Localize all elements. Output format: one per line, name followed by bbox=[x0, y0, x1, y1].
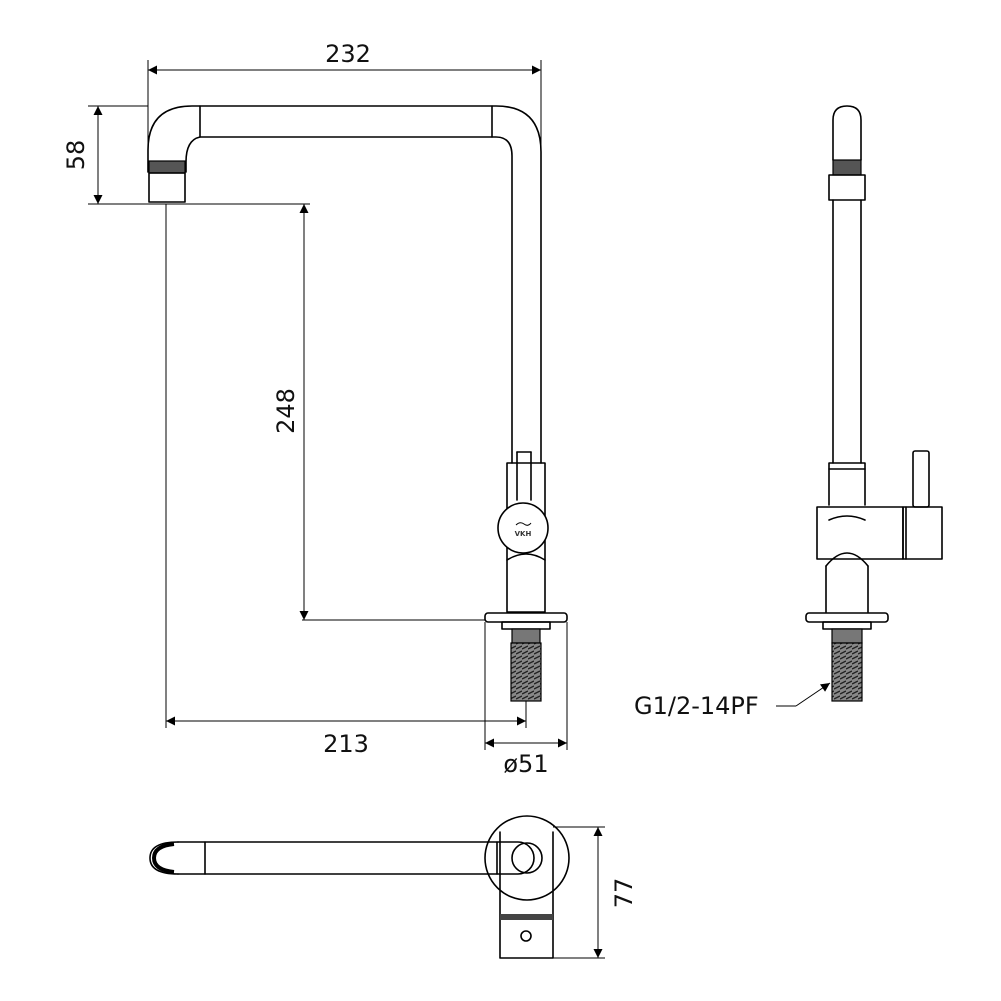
side-aerator-ring bbox=[832, 159, 862, 176]
side-base-plate bbox=[805, 612, 889, 623]
dim-spout-drop-label: 58 bbox=[62, 140, 90, 171]
side-valve-upper bbox=[828, 468, 866, 506]
top-spout-arm bbox=[177, 841, 535, 875]
front-view: VKH bbox=[147, 105, 568, 702]
dimension-overall-width: 232 bbox=[147, 40, 542, 172]
side-tube-ring bbox=[828, 462, 866, 470]
side-view bbox=[805, 105, 943, 702]
side-aerator bbox=[828, 174, 866, 201]
front-valve-body bbox=[506, 462, 546, 613]
dim-spout-height-label: 248 bbox=[272, 388, 300, 434]
handle-knob bbox=[497, 502, 549, 554]
front-spout-outer bbox=[147, 105, 542, 464]
top-handle-pin-icon bbox=[520, 930, 532, 942]
top-view bbox=[149, 815, 570, 959]
side-nut bbox=[831, 628, 863, 644]
top-spout-socket bbox=[511, 842, 543, 874]
top-spout-end bbox=[149, 841, 179, 875]
aerator-nozzle bbox=[148, 172, 186, 203]
dimension-base-diameter: ø51 bbox=[484, 622, 568, 778]
dim-depth-label: 77 bbox=[610, 878, 638, 909]
dimension-spout-drop: 58 bbox=[62, 105, 310, 205]
handle-logo-wave-icon bbox=[515, 522, 532, 526]
side-valve-body bbox=[816, 506, 904, 560]
top-handle-band bbox=[500, 914, 553, 920]
dimension-reach: 213 bbox=[165, 204, 527, 758]
thread-spec-label: G1/2-14PF bbox=[634, 692, 759, 720]
handle-logo-text: VKH bbox=[515, 530, 532, 538]
front-nut bbox=[511, 628, 541, 644]
top-base-circle bbox=[484, 815, 570, 901]
side-handle-cap bbox=[902, 506, 943, 560]
dim-base-diameter-label: ø51 bbox=[503, 750, 548, 778]
front-spout-inner bbox=[185, 136, 513, 464]
aerator-ring bbox=[148, 160, 186, 174]
side-thread-stem bbox=[831, 642, 863, 702]
front-thread-stem bbox=[510, 642, 542, 702]
side-base-ring bbox=[822, 621, 872, 630]
front-base-plate bbox=[484, 612, 568, 623]
dim-overall-width-label: 232 bbox=[325, 40, 371, 68]
side-body-lower bbox=[825, 565, 869, 613]
side-lever bbox=[912, 450, 930, 508]
thread-callout: G1/2-14PF bbox=[634, 682, 831, 720]
top-valve-housing bbox=[499, 831, 554, 959]
side-spout-tip bbox=[832, 105, 862, 161]
side-spout-tube bbox=[832, 199, 862, 464]
dim-reach-label: 213 bbox=[323, 730, 369, 758]
front-base-ring bbox=[501, 621, 551, 630]
dimension-depth: 77 bbox=[553, 826, 638, 959]
dimension-spout-height: 248 bbox=[272, 204, 485, 621]
